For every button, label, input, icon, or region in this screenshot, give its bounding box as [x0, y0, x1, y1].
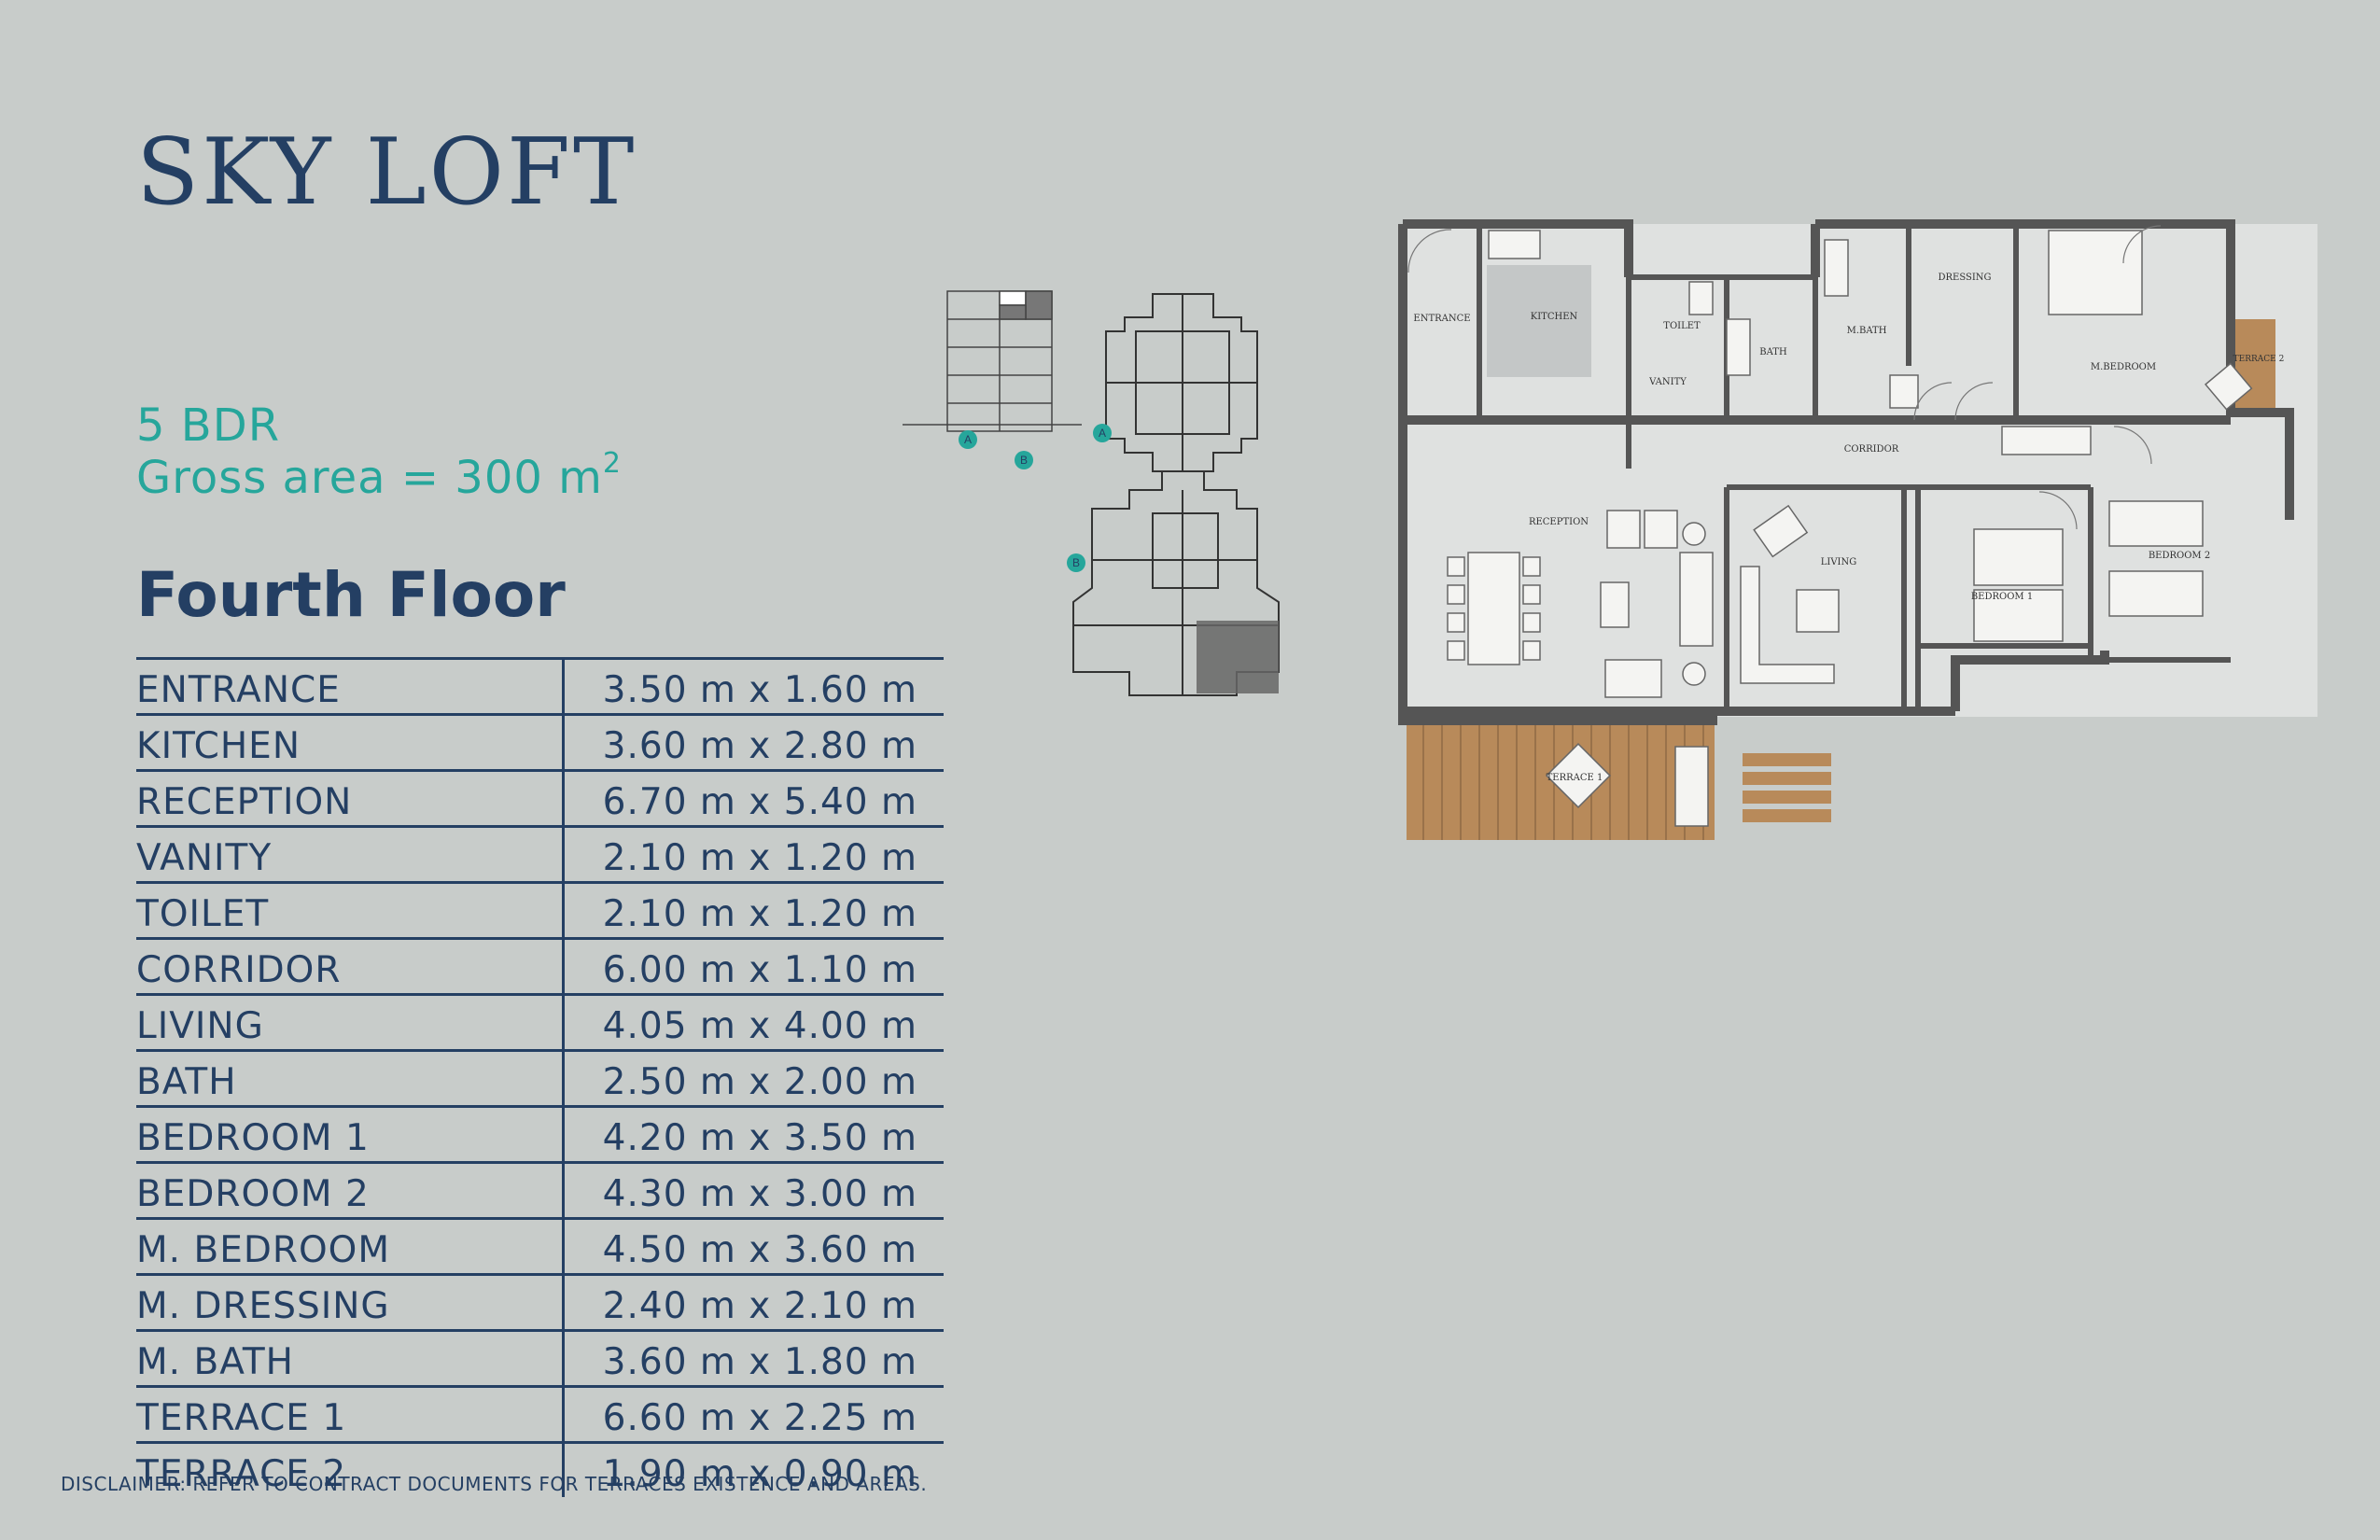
room-name: BEDROOM 1	[136, 1105, 565, 1163]
room-name: RECEPTION	[136, 769, 565, 827]
room-name: TERRACE 1	[136, 1385, 565, 1443]
room-name: KITCHEN	[136, 713, 565, 771]
marker-a2-label: A	[1099, 427, 1106, 440]
disclaimer: DISCLAIMER: REFER TO CONTRACT DOCUMENTS …	[61, 1473, 928, 1495]
label-dressing: DRESSING	[1938, 273, 1991, 283]
room-dimensions: 6.60 m x 2.25 m	[563, 1385, 944, 1443]
label-living: LIVING	[1821, 557, 1857, 567]
room-name: CORRIDOR	[136, 937, 565, 995]
gross-area: Gross area = 300 m2	[136, 450, 622, 501]
room-name: VANITY	[136, 825, 565, 883]
label-terrace-2: TERRACE 2	[2233, 355, 2285, 364]
elevation-diagram	[903, 290, 1082, 432]
room-dimensions: 4.05 m x 4.00 m	[563, 993, 944, 1051]
outdoor-steps	[1743, 753, 1831, 822]
room-name: ENTRANCE	[136, 657, 565, 715]
label-bedroom-2: BEDROOM 2	[2149, 551, 2210, 561]
floor-plan: ENTRANCE KITCHEN TOILET VANITY BATH M.BA…	[1398, 219, 2317, 840]
floor-heading: Fourth Floor	[136, 559, 566, 631]
furniture	[1447, 230, 2253, 827]
label-bedroom-1: BEDROOM 1	[1971, 592, 2033, 602]
marker-b-label: B	[1020, 454, 1028, 467]
room-name: BATH	[136, 1049, 565, 1107]
label-vanity: VANITY	[1648, 377, 1687, 387]
room-name: TOILET	[136, 881, 565, 939]
room-name: M. BEDROOM	[136, 1217, 565, 1275]
unit-type: 5 BDR	[136, 399, 281, 452]
section-markers: A B A B	[959, 424, 1112, 572]
label-terrace-1: TERRACE 1	[1547, 773, 1603, 783]
room-dimensions: 3.50 m x 1.60 m	[563, 657, 944, 715]
label-entrance: ENTRANCE	[1413, 314, 1470, 324]
door-swings	[1407, 225, 2162, 530]
room-name: M. DRESSING	[136, 1273, 565, 1331]
label-toilet: TOILET	[1663, 321, 1701, 331]
room-dimensions: 4.30 m x 3.00 m	[563, 1161, 944, 1219]
room-name: LIVING	[136, 993, 565, 1051]
room-dimensions: 6.00 m x 1.10 m	[563, 937, 944, 995]
label-corridor: CORRIDOR	[1844, 444, 1899, 455]
label-mbath: M.BATH	[1847, 326, 1887, 336]
gross-area-label: Gross area = 300 m	[136, 452, 603, 504]
room-dimensions: 2.50 m x 2.00 m	[563, 1049, 944, 1107]
page-title: SKY LOFT	[136, 119, 637, 226]
unit-highlight	[1197, 621, 1279, 693]
room-dimensions: 4.20 m x 3.50 m	[563, 1105, 944, 1163]
interior-walls	[1477, 224, 2231, 711]
key-plan: A B A B	[903, 290, 1280, 696]
terrace-2-deck	[2231, 319, 2275, 416]
room-dimensions: 2.10 m x 1.20 m	[563, 881, 944, 939]
room-dimensions: 4.50 m x 3.60 m	[563, 1217, 944, 1275]
marker-a-label: A	[964, 433, 972, 446]
room-dimensions: 2.10 m x 1.20 m	[563, 825, 944, 883]
room-dimensions: 1.90 m x 0.90 m	[563, 1441, 944, 1497]
label-mbedroom: M.BEDROOM	[2091, 362, 2156, 372]
kitchen-floor	[1487, 265, 1591, 377]
room-name: BEDROOM 2	[136, 1161, 565, 1219]
gross-area-superscript: 2	[602, 447, 623, 480]
room-dimensions: 2.40 m x 2.10 m	[563, 1273, 944, 1331]
tower-footprint	[1072, 293, 1280, 696]
room-dimensions: 3.60 m x 1.80 m	[563, 1329, 944, 1387]
room-name: M. BATH	[136, 1329, 565, 1387]
room-dimensions: 3.60 m x 2.80 m	[563, 713, 944, 771]
label-bath: BATH	[1759, 347, 1787, 357]
room-name: TERRACE 2	[136, 1441, 565, 1497]
label-reception: RECEPTION	[1529, 517, 1589, 527]
room-dimensions: 6.70 m x 5.40 m	[563, 769, 944, 827]
marker-b2-label: B	[1072, 556, 1080, 569]
label-kitchen: KITCHEN	[1531, 312, 1578, 322]
